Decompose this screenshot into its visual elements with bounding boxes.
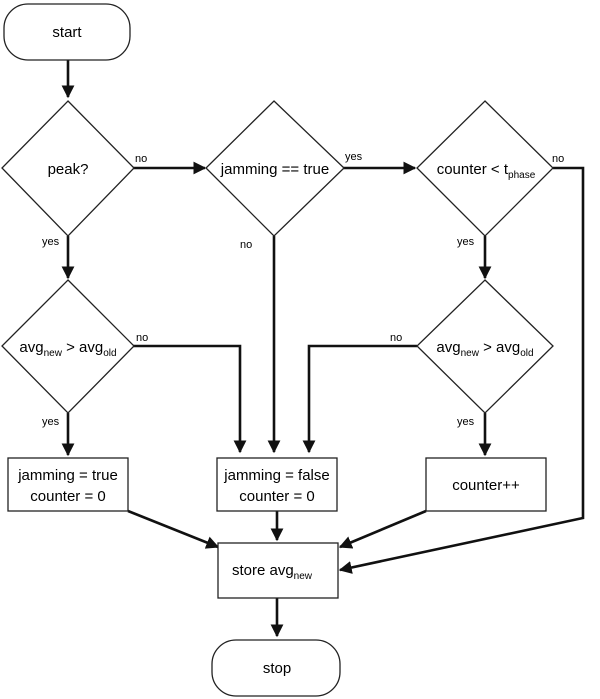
avg-right-yes-label: yes xyxy=(457,416,475,428)
counter-decision: counter < tphase xyxy=(416,100,554,237)
edge-counter-store xyxy=(338,166,585,574)
edge-settrue-store xyxy=(127,509,220,549)
set-jamming-false-line1: jamming = false xyxy=(223,467,329,484)
avg-right-no-label: no xyxy=(390,332,402,344)
edges xyxy=(61,60,585,638)
avg-left-yes-label: yes xyxy=(42,416,60,428)
edge-labels: no yes yes no yes no no yes no yes xyxy=(42,151,564,428)
stop-node: stop xyxy=(211,639,341,697)
set-jamming-false-box: jamming = false counter = 0 xyxy=(216,457,338,512)
set-jamming-true-line2: counter = 0 xyxy=(30,488,105,505)
avg-compare-right-label: avgnew > avgold xyxy=(436,339,533,359)
stop-label: stop xyxy=(263,660,291,677)
avg-compare-right: avgnew > avgold xyxy=(416,279,554,414)
avg-compare-left: avgnew > avgold xyxy=(1,279,135,414)
peak-no-label: no xyxy=(135,153,147,165)
edge-avgleft-setfalse xyxy=(133,344,247,454)
peak-decision: peak? xyxy=(1,100,135,237)
counter-check-label: counter < tphase xyxy=(437,161,536,181)
avg-left-no-label: no xyxy=(136,332,148,344)
counter-yes-label: yes xyxy=(457,236,475,248)
jamming-check-label: jamming == true xyxy=(220,161,329,178)
store-label: store avgnew xyxy=(232,562,313,582)
set-jamming-true-line1: jamming = true xyxy=(17,467,118,484)
peak-yes-label: yes xyxy=(42,236,60,248)
counter-increment-label: counter++ xyxy=(452,477,520,494)
edge-avgright-setfalse xyxy=(302,344,417,454)
set-jamming-false-line2: counter = 0 xyxy=(239,488,314,505)
jamming-no-label: no xyxy=(240,239,252,251)
counter-no-label: no xyxy=(552,153,564,165)
store-box: store avgnew xyxy=(217,542,339,599)
edge-inc-store xyxy=(338,509,427,549)
set-jamming-true-box: jamming = true counter = 0 xyxy=(7,457,129,512)
start-node: start xyxy=(3,3,131,61)
start-label: start xyxy=(52,24,82,41)
peak-label: peak? xyxy=(48,161,89,178)
jamming-decision: jamming == true xyxy=(205,100,345,237)
counter-increment-box: counter++ xyxy=(425,457,547,512)
avg-compare-left-label: avgnew > avgold xyxy=(19,339,116,359)
jamming-yes-label: yes xyxy=(345,151,363,163)
